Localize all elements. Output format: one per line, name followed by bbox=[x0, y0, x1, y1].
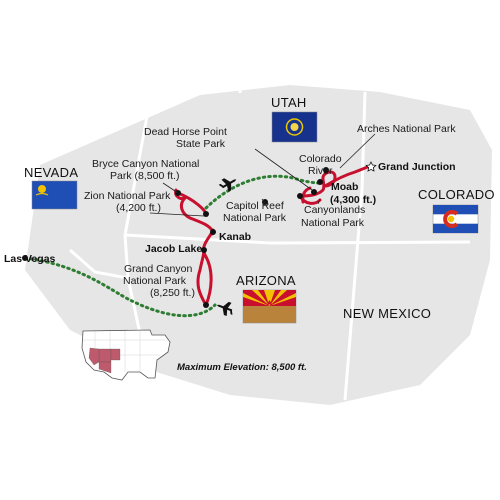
airplane-icon bbox=[218, 178, 237, 192]
label-colorado-river-2: River bbox=[308, 165, 333, 177]
label-zion-2: (4,200 ft.) bbox=[116, 202, 161, 214]
label-grand-canyon-2: National Park bbox=[123, 275, 187, 287]
max-elevation-note: Maximum Elevation: 8,500 ft. bbox=[177, 362, 307, 373]
state-label-new-mexico: NEW MEXICO bbox=[343, 306, 431, 321]
state-label-arizona: ARIZONA bbox=[236, 273, 296, 288]
state-label-colorado: COLORADO bbox=[418, 187, 495, 202]
label-las-vegas: Las Vegas bbox=[4, 253, 56, 265]
label-grand-junction: Grand Junction bbox=[378, 161, 456, 173]
grand-junction-star-icon bbox=[365, 161, 377, 172]
ground-route bbox=[174, 164, 372, 307]
label-zion-1: Zion National Park bbox=[84, 190, 171, 202]
label-bryce-1: Bryce Canyon National bbox=[92, 158, 199, 170]
label-canyonlands-2: National Park bbox=[301, 217, 365, 229]
label-bryce-2: Park (8,500 ft.) bbox=[110, 170, 179, 182]
airplane-icon bbox=[216, 301, 233, 317]
label-capitol-2: National Park bbox=[223, 212, 287, 224]
us-inset-map-icon bbox=[81, 329, 171, 381]
label-colorado-river-1: Colorado bbox=[299, 153, 342, 165]
label-canyonlands-1: Canyonlands bbox=[304, 204, 365, 216]
arizona-flag-icon bbox=[242, 289, 297, 324]
nevada-flag-icon bbox=[31, 180, 78, 210]
leader-lines bbox=[149, 133, 376, 217]
colorado-flag-icon bbox=[432, 204, 479, 234]
utah-flag-icon bbox=[271, 111, 318, 143]
label-moab-2: (4,300 ft.) bbox=[330, 194, 376, 206]
label-kanab: Kanab bbox=[219, 231, 251, 243]
label-arches: Arches National Park bbox=[357, 123, 456, 135]
state-borders bbox=[69, 85, 471, 401]
state-label-utah: UTAH bbox=[271, 95, 307, 110]
label-grand-canyon-3: (8,250 ft.) bbox=[150, 287, 195, 299]
state-label-nevada: NEVADA bbox=[24, 165, 78, 180]
label-dead-horse-1: Dead Horse Point bbox=[144, 126, 227, 138]
label-dead-horse-2: State Park bbox=[176, 138, 226, 150]
label-capitol-1: Capitol Reef bbox=[226, 200, 284, 212]
label-jacob-lake: Jacob Lake bbox=[145, 243, 202, 255]
label-grand-canyon-1: Grand Canyon bbox=[124, 263, 192, 275]
label-moab-1: Moab bbox=[331, 181, 358, 193]
